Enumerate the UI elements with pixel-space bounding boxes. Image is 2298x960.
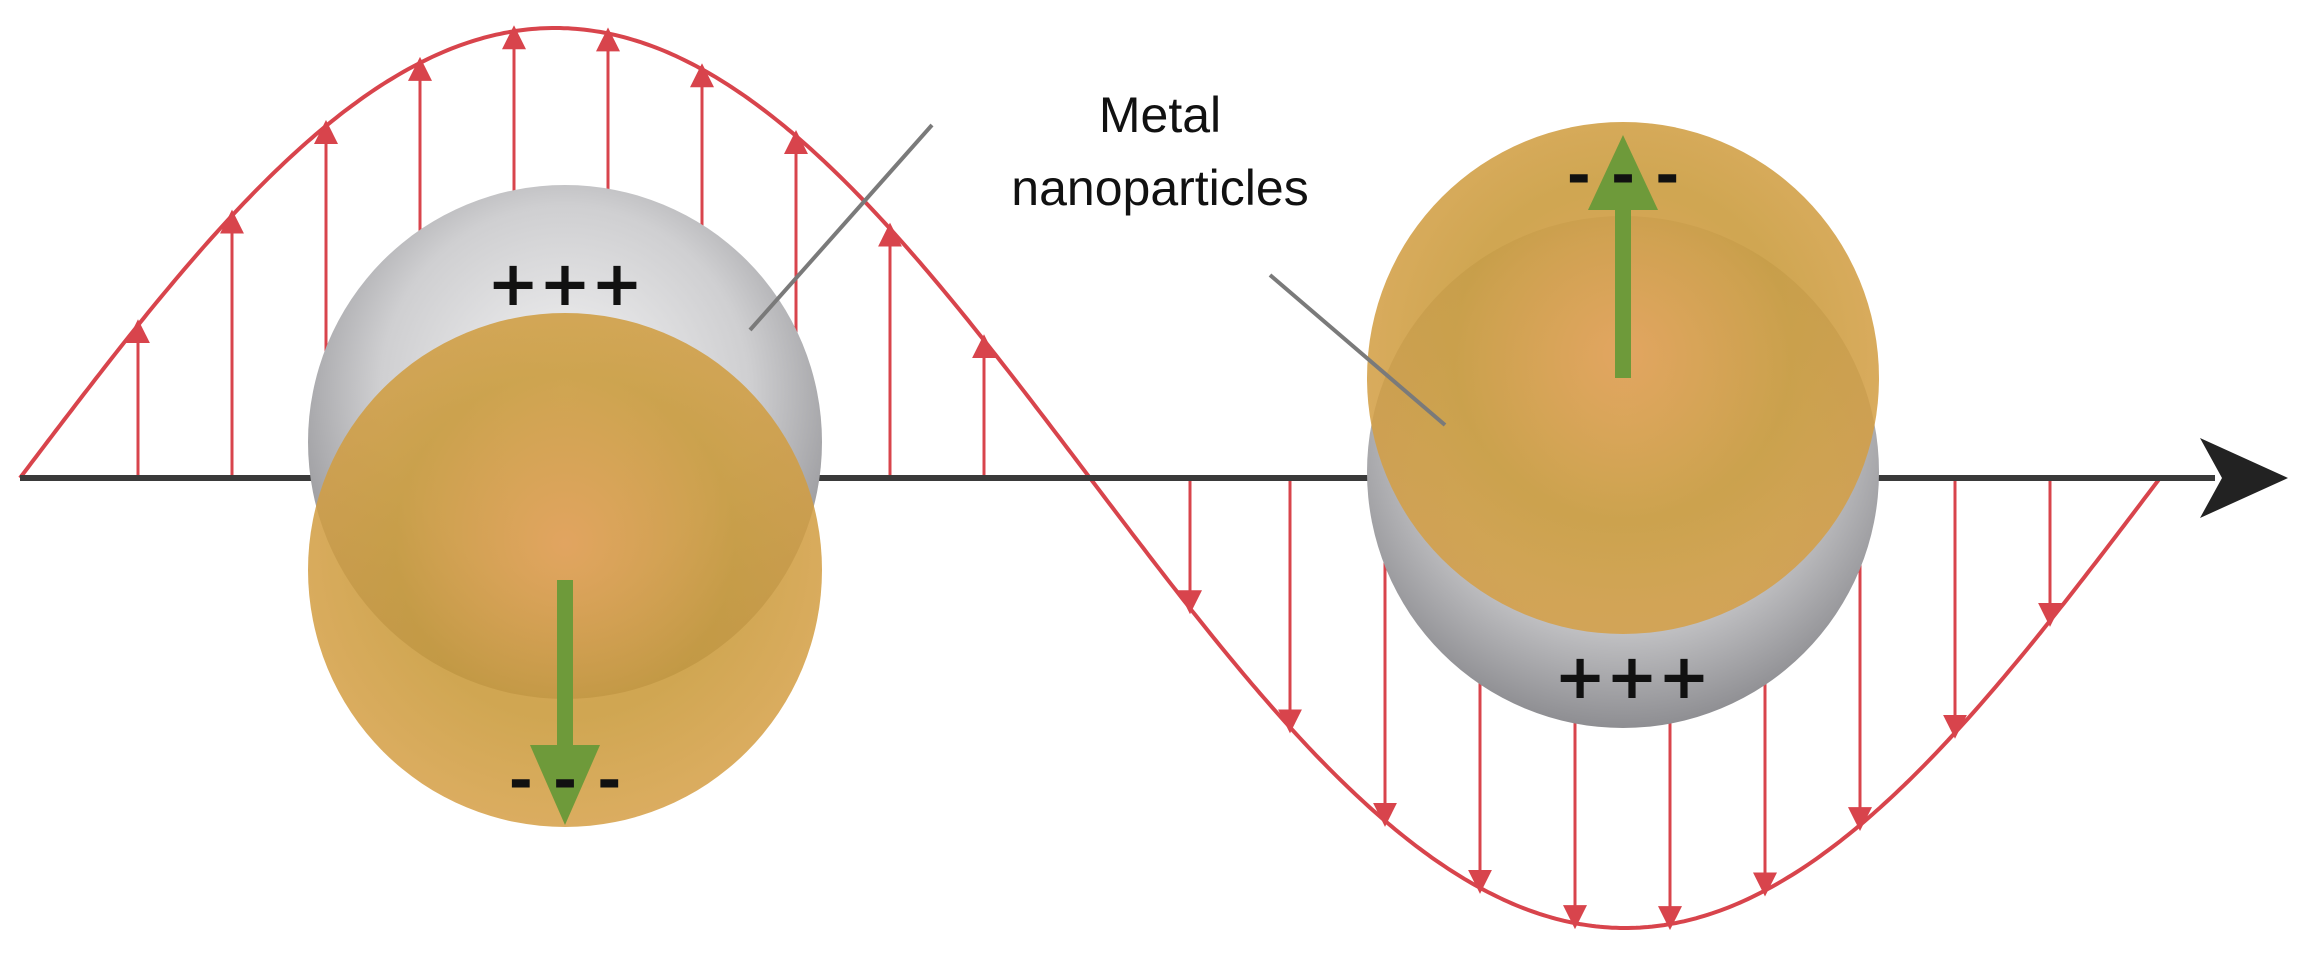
left-particle: +++ - - - [308,185,822,827]
right-particle: - - - +++ [1367,122,1879,728]
label-line-1: Metal [1099,87,1221,143]
label-line-2: nanoparticles [1011,160,1308,216]
right-dipole-arrow-head [1588,135,1658,210]
propagation-arrow-head [2200,438,2288,518]
right-negative-charge: - - - [1567,141,1680,209]
left-dipole-arrow-head [530,745,600,825]
left-electron-cloud [308,313,822,827]
right-positive-charge: +++ [1554,640,1710,713]
left-positive-charge: +++ [487,247,643,320]
left-negative-charge: - - - [509,746,622,814]
pointer-line-right [1268,273,1447,427]
pointer-line-left [748,123,934,332]
